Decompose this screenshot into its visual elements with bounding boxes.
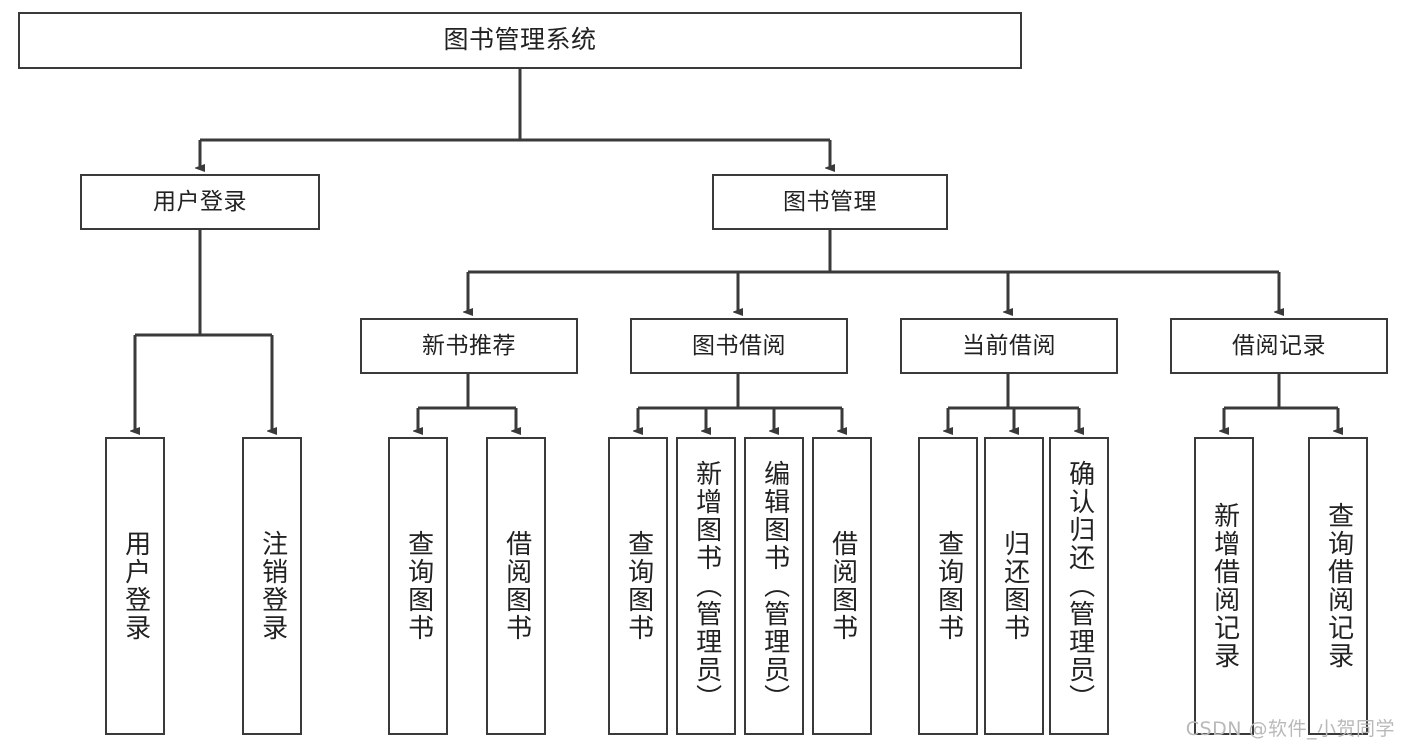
leaf-add-borrow-record[interactable]: 新增借阅记录 — [1194, 437, 1254, 735]
node-label: 查询图书 — [623, 530, 654, 642]
node-label: 查询图书 — [403, 530, 434, 642]
watermark: CSDN @软件_小贺同学 — [1185, 718, 1395, 740]
node-label: 用户登录 — [153, 188, 247, 215]
node-label: 借阅图书 — [501, 530, 532, 642]
node-borrow-record[interactable]: 借阅记录 — [1170, 318, 1388, 374]
node-book-management-system[interactable]: 图书管理系统 — [18, 12, 1022, 69]
node-book-management[interactable]: 图书管理 — [712, 174, 948, 230]
node-user-login[interactable]: 用户登录 — [80, 174, 320, 230]
node-label: 编辑图书（管理员） — [759, 460, 790, 712]
leaf-query-book-current[interactable]: 查询图书 — [918, 437, 978, 735]
node-label: 归还图书 — [999, 530, 1030, 642]
node-new-book-recommend[interactable]: 新书推荐 — [360, 318, 578, 374]
leaf-confirm-return-admin[interactable]: 确认归还（管理员） — [1049, 437, 1109, 735]
node-label: 确认归还（管理员） — [1064, 460, 1095, 712]
node-label: 新增借阅记录 — [1209, 502, 1240, 670]
leaf-edit-book-admin[interactable]: 编辑图书（管理员） — [744, 437, 804, 735]
node-label: 图书借阅 — [692, 332, 786, 359]
node-label: 借阅图书 — [827, 530, 858, 642]
node-label: 图书管理系统 — [443, 25, 597, 55]
leaf-logout-login[interactable]: 注销登录 — [242, 437, 302, 735]
leaf-return-book[interactable]: 归还图书 — [984, 437, 1044, 735]
node-label: 当前借阅 — [962, 332, 1056, 359]
node-label: 图书管理 — [783, 188, 877, 215]
node-label: 新书推荐 — [422, 332, 516, 359]
leaf-add-book-admin[interactable]: 新增图书（管理员） — [676, 437, 736, 735]
leaf-user-login[interactable]: 用户登录 — [105, 437, 165, 735]
leaf-borrow-book-new[interactable]: 借阅图书 — [486, 437, 546, 735]
leaf-query-borrow-record[interactable]: 查询借阅记录 — [1308, 437, 1368, 735]
node-label: 借阅记录 — [1232, 332, 1326, 359]
node-label: 查询图书 — [933, 530, 964, 642]
node-label: 用户登录 — [120, 530, 151, 642]
node-label: 注销登录 — [257, 530, 288, 642]
leaf-query-book-new[interactable]: 查询图书 — [388, 437, 448, 735]
leaf-query-book-borrow[interactable]: 查询图书 — [608, 437, 668, 735]
leaf-borrow-book[interactable]: 借阅图书 — [812, 437, 872, 735]
node-label: 查询借阅记录 — [1323, 502, 1354, 670]
node-book-borrow[interactable]: 图书借阅 — [630, 318, 848, 374]
node-current-borrow[interactable]: 当前借阅 — [900, 318, 1118, 374]
node-label: 新增图书（管理员） — [691, 460, 722, 712]
